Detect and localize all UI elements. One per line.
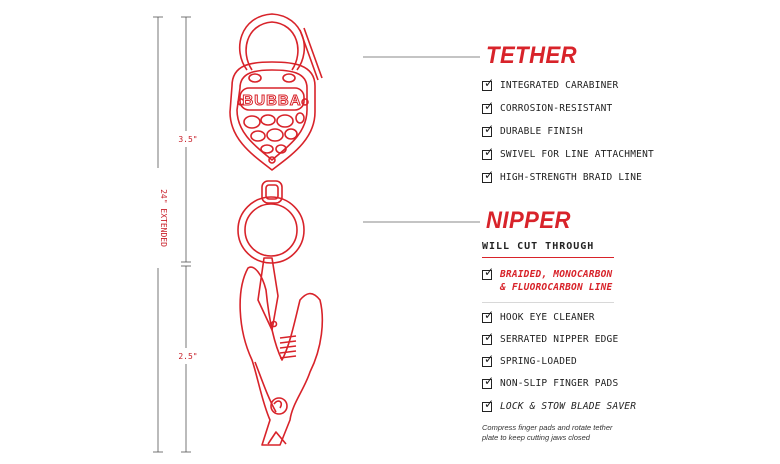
- feature-label: LOCK & STOW BLADE SAVER: [500, 401, 637, 412]
- nipper-feature-item: ✓ LOCK & STOW BLADE SAVER: [482, 396, 637, 412]
- bubba-logo-text: BUBBA: [242, 92, 301, 109]
- top-length-label: 3.5": [178, 135, 197, 144]
- nipper-feature-item: ✓ SERRATED NIPPER EDGE: [482, 329, 619, 345]
- checkbox-icon: ✓: [482, 373, 495, 389]
- tether-title: TETHER: [486, 42, 578, 69]
- checkbox-icon: ✓: [482, 98, 495, 114]
- nipper-feature-item: ✓ NON-SLIP FINGER PADS: [482, 373, 619, 389]
- feature-label: SERRATED NIPPER EDGE: [500, 334, 619, 345]
- feature-label: INTEGRATED CARABINER: [500, 80, 619, 91]
- nipper-feature-item: ✓ HOOK EYE CLEANER: [482, 307, 595, 323]
- extended-length-label: 24" EXTENDED: [159, 189, 168, 247]
- tether-feature-item: ✓ INTEGRATED CARABINER: [482, 75, 619, 91]
- bottom-length-label: 2.5": [178, 352, 197, 361]
- tether-feature-item: ✓ HIGH-STRENGTH BRAID LINE: [482, 167, 643, 183]
- nipper-subtitle: WILL CUT THROUGH: [482, 241, 595, 252]
- highlight-divider: [482, 302, 614, 303]
- feature-label: SWIVEL FOR LINE ATTACHMENT: [500, 149, 654, 160]
- tether-feature-item: ✓ CORROSION-RESISTANT: [482, 98, 613, 114]
- checkbox-icon: ✓: [482, 307, 495, 323]
- feature-label: HIGH-STRENGTH BRAID LINE: [500, 172, 643, 183]
- checkbox-icon: ✓: [482, 121, 495, 137]
- tether-feature-item: ✓ DURABLE FINISH: [482, 121, 583, 137]
- usage-note: Compress finger pads and rotate tether p…: [482, 423, 613, 443]
- feature-label: SPRING-LOADED: [500, 356, 577, 367]
- highlight-label-line2: & FLUOROCARBON LINE: [500, 282, 613, 293]
- nipper-highlight-item: ✓ BRAIDED, MONOCARBON & FLUOROCARBON LIN…: [482, 265, 613, 294]
- usage-note-line1: Compress finger pads and rotate tether: [482, 423, 613, 432]
- checkbox-icon: ✓: [482, 396, 495, 412]
- subtitle-underline: [482, 257, 614, 258]
- checkbox-icon: ✓: [482, 75, 495, 91]
- nipper-feature-item: ✓ SPRING-LOADED: [482, 351, 577, 367]
- nipper-title: NIPPER: [486, 207, 571, 234]
- checkbox-icon: ✓: [482, 144, 495, 160]
- checkbox-icon: ✓: [482, 265, 495, 280]
- checkbox-icon: ✓: [482, 351, 495, 367]
- tether-feature-item: ✓ SWIVEL FOR LINE ATTACHMENT: [482, 144, 654, 160]
- feature-label: CORROSION-RESISTANT: [500, 103, 613, 114]
- feature-label: DURABLE FINISH: [500, 126, 583, 137]
- feature-label: HOOK EYE CLEANER: [500, 312, 595, 323]
- tether-drawing: [229, 13, 324, 446]
- checkbox-icon: ✓: [482, 167, 495, 183]
- checkbox-icon: ✓: [482, 329, 495, 345]
- usage-note-line2: plate to keep cutting jaws closed: [482, 433, 590, 442]
- feature-label: NON-SLIP FINGER PADS: [500, 378, 619, 389]
- highlight-label-line1: BRAIDED, MONOCARBON: [500, 269, 613, 280]
